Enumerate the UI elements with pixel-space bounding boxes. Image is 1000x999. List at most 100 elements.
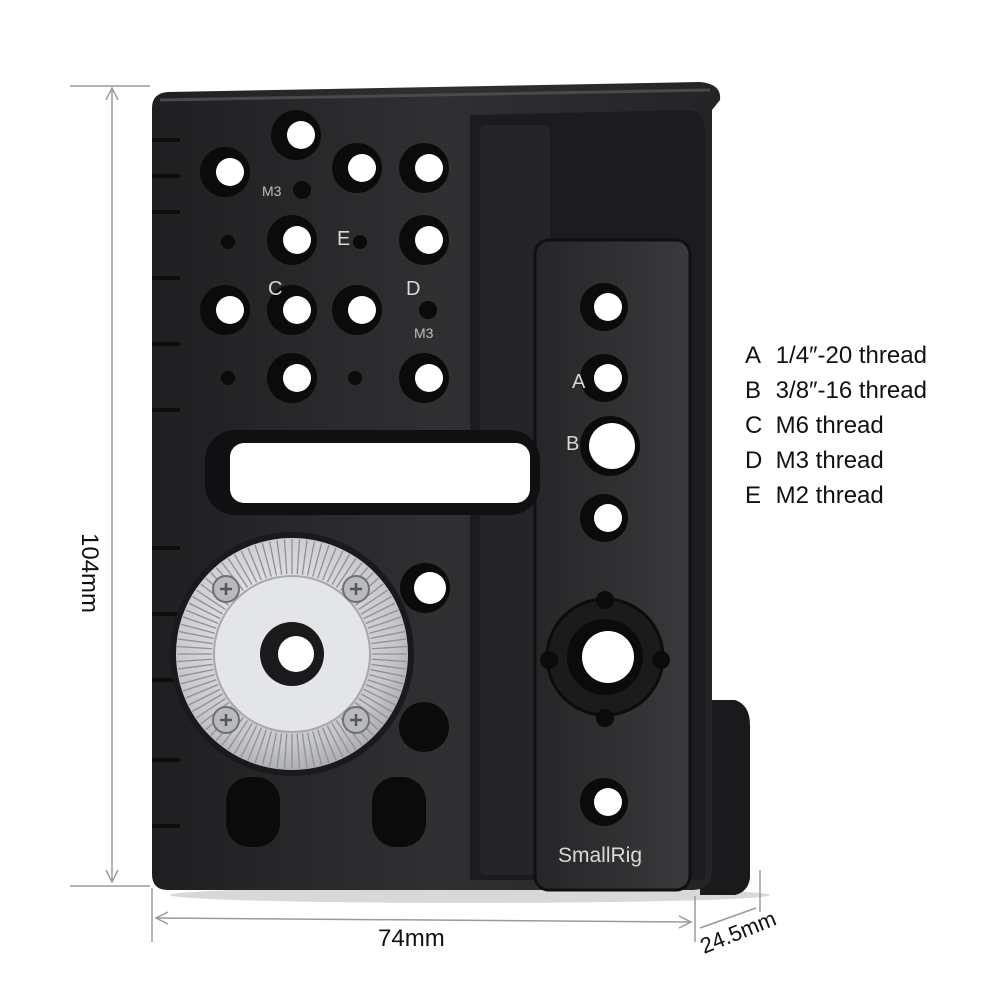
legend-row-d: D M3 thread xyxy=(745,443,985,478)
rosette-tooth xyxy=(358,589,388,611)
rosette-tooth xyxy=(312,542,323,577)
rosette-tooth xyxy=(276,733,283,769)
lower-holes xyxy=(226,563,450,847)
rosette-tooth xyxy=(177,645,213,650)
rosette-tooth xyxy=(296,733,301,769)
rosette-tooth xyxy=(326,725,344,758)
rosette-tooth xyxy=(261,542,272,577)
rosette-tooth xyxy=(261,731,272,766)
rosette-tooth xyxy=(196,589,226,611)
grid-hole-bore xyxy=(283,226,311,254)
legend-text: 1/4″-20 thread xyxy=(775,342,927,369)
rail-hole-a-bore xyxy=(594,364,622,392)
m2-hole-e xyxy=(353,235,367,249)
legend-key: E xyxy=(745,482,762,509)
lower-slot-left xyxy=(226,777,280,847)
rosette-tooth xyxy=(179,668,214,678)
rosette-tooth xyxy=(367,679,402,692)
rosette-tooth xyxy=(177,658,213,663)
rosette-tooth xyxy=(240,550,258,583)
rosette-tooth xyxy=(180,623,215,634)
rosette-tooth xyxy=(301,733,308,769)
rail-hole-b-bore xyxy=(589,423,635,469)
dimension-lines xyxy=(70,85,761,942)
rail-pin-mount-bore xyxy=(582,631,634,683)
rosette-tooth xyxy=(177,638,213,645)
rosette-tooth xyxy=(335,558,357,588)
rosette-tooth xyxy=(185,609,219,624)
rosette-tooth xyxy=(306,541,316,576)
rosette-tooth xyxy=(185,684,219,699)
rosette-tooth xyxy=(370,630,405,640)
grid-hole-bore xyxy=(283,296,311,324)
legend-row-a: A 1/4″-20 thread xyxy=(745,338,985,373)
rosette-tooth xyxy=(227,558,249,588)
rosette-tooth xyxy=(371,638,407,645)
dimension-width-label: 74mm xyxy=(378,925,445,952)
legend-key: C xyxy=(745,412,763,439)
legend-row-b: B 3/8″-16 thread xyxy=(745,373,985,408)
rosette-tooth xyxy=(322,547,337,581)
rosette-tooth xyxy=(192,693,224,713)
rail-hole-bottom-bore xyxy=(594,788,622,816)
dimension-height-label: 104mm xyxy=(76,533,103,613)
grid-hole-bore xyxy=(348,296,376,324)
legend-text: 3/8″-16 thread xyxy=(775,377,927,404)
legend-text: M2 thread xyxy=(775,482,884,509)
rosette-tooth xyxy=(301,539,308,575)
rail-hole-4-bore xyxy=(594,504,622,532)
plate-top-edge xyxy=(159,88,711,102)
rosette-tooth xyxy=(371,663,407,670)
rosette-tooth xyxy=(182,679,217,692)
rosette-tooth xyxy=(317,544,330,579)
rosette-tooth xyxy=(369,674,404,685)
plate-side-block xyxy=(700,700,750,895)
rosette-tooth xyxy=(283,539,288,575)
marker-a: A xyxy=(572,371,586,393)
mounting-rail xyxy=(533,238,692,892)
grid-hole-bore xyxy=(287,121,315,149)
rosette-tooth xyxy=(358,697,388,719)
rosette-tooth xyxy=(247,547,262,581)
rosette-tooth xyxy=(227,720,249,750)
rosette-tooth xyxy=(188,688,221,706)
rosette-tooth xyxy=(322,727,337,761)
marker-b: B xyxy=(566,433,579,455)
m2-hole-3 xyxy=(348,371,362,385)
rosette-tooth xyxy=(369,623,404,634)
rosette-tooth xyxy=(179,630,214,640)
rail-pin-top xyxy=(596,591,614,609)
m2-hole-1 xyxy=(221,235,235,249)
left-grid-holes xyxy=(200,110,449,403)
rail-pin-right xyxy=(652,651,670,669)
lower-slot-right xyxy=(372,777,426,847)
rosette-tooth xyxy=(331,554,351,586)
rosette-tooth xyxy=(233,554,253,586)
rosette-tooth xyxy=(365,684,399,699)
m2-hole-2 xyxy=(221,371,235,385)
arri-rosette xyxy=(170,532,414,776)
plate-markings: M3 E C D M3 A B SmallRig xyxy=(262,183,642,867)
grid-hole-bore xyxy=(348,154,376,182)
rosette-tooth xyxy=(312,731,323,766)
grid-hole-bore xyxy=(415,364,443,392)
grid-hole-bore xyxy=(216,296,244,324)
rosette-tooth xyxy=(196,697,226,719)
rosette-tooth xyxy=(355,702,384,725)
rosette-tooth xyxy=(296,539,301,575)
rosette-tooth xyxy=(371,658,407,663)
legend-key: B xyxy=(745,377,762,404)
rosette-tooth xyxy=(182,616,217,629)
edge-grooves xyxy=(152,138,180,828)
rosette-tooth xyxy=(254,729,267,764)
marker-m3-right: M3 xyxy=(414,325,434,341)
rosette-tooth xyxy=(268,541,278,576)
rosette-tooth xyxy=(360,693,392,713)
rail-hole-1-bore xyxy=(594,293,622,321)
rosette-tooth xyxy=(276,539,283,575)
small-holes xyxy=(221,181,437,385)
legend-key: A xyxy=(745,342,762,369)
rosette-tooth xyxy=(365,609,399,624)
rosette-tooth xyxy=(335,720,357,750)
